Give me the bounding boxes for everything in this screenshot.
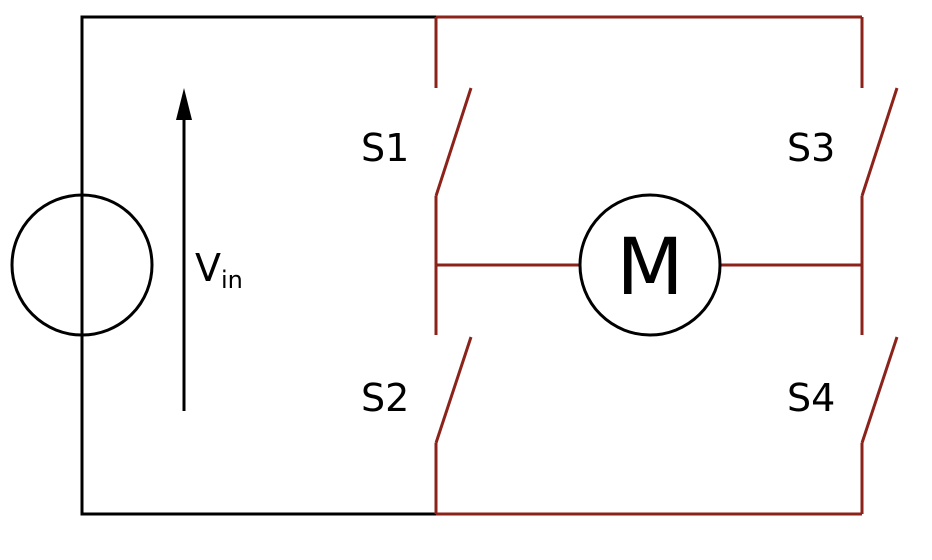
bridge-circuit: [434, 15, 899, 516]
switch-s2-label: S2: [361, 376, 409, 420]
switch-s3-label: S3: [787, 126, 835, 170]
voltage-source: [10, 193, 154, 337]
switch-s4-label: S4: [787, 376, 835, 420]
vin-arrow: [176, 88, 192, 411]
vin-label: Vin: [195, 246, 243, 294]
motor: M: [578, 193, 722, 337]
switch-s1-label: S1: [361, 126, 409, 170]
source-circuit: [10, 15, 438, 516]
switch-s1-blade: [434, 87, 473, 197]
switch-s3-blade: [860, 87, 899, 197]
vin-label-subscript: in: [221, 266, 243, 294]
source-wire: [80, 15, 438, 516]
motor-label: M: [616, 223, 683, 313]
motor-circle: [578, 193, 722, 337]
switch-s4-blade: [860, 336, 899, 444]
vin-arrow-head: [176, 88, 192, 120]
switch-s2-blade: [434, 336, 473, 444]
vin-label-main: V: [195, 246, 221, 290]
